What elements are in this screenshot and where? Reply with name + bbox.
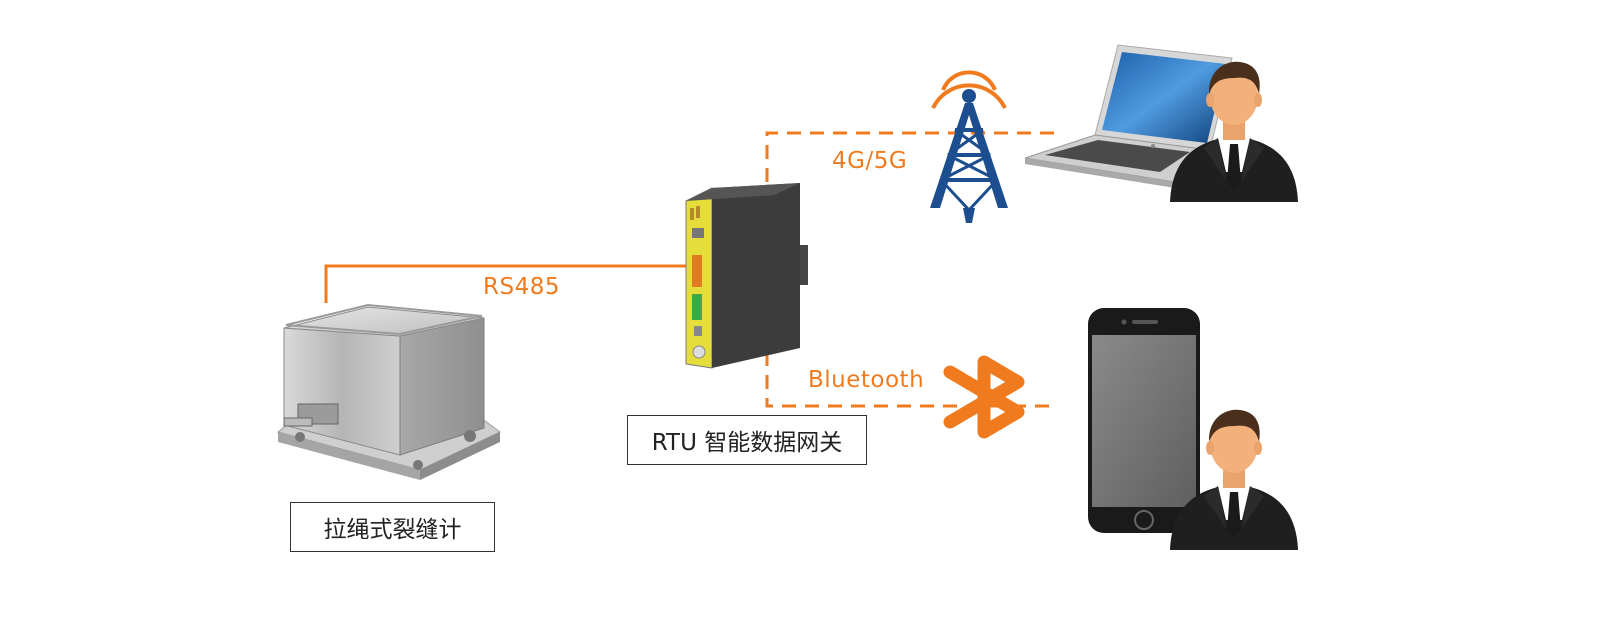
smartphone-icon (1088, 308, 1200, 533)
rtu-gateway-icon (685, 183, 808, 369)
rs485-label: RS485 (483, 274, 560, 300)
cellular-label: 4G/5G (832, 148, 908, 174)
gateway-caption: RTU 智能数据网关 (627, 415, 867, 465)
bluetooth-link-line (765, 352, 1058, 408)
user-avatar-icon (1170, 61, 1298, 202)
laptop-icon (1024, 44, 1233, 188)
sensor-box-icon (276, 303, 501, 480)
bluetooth-icon (943, 355, 1025, 439)
rs485-line (324, 264, 690, 303)
cellular-link-line (765, 131, 1058, 182)
user-avatar-icon (1170, 409, 1298, 550)
sensor-caption: 拉绳式裂缝计 (290, 502, 495, 552)
cell-tower-icon (930, 70, 1008, 223)
bluetooth-label: Bluetooth (808, 367, 925, 393)
